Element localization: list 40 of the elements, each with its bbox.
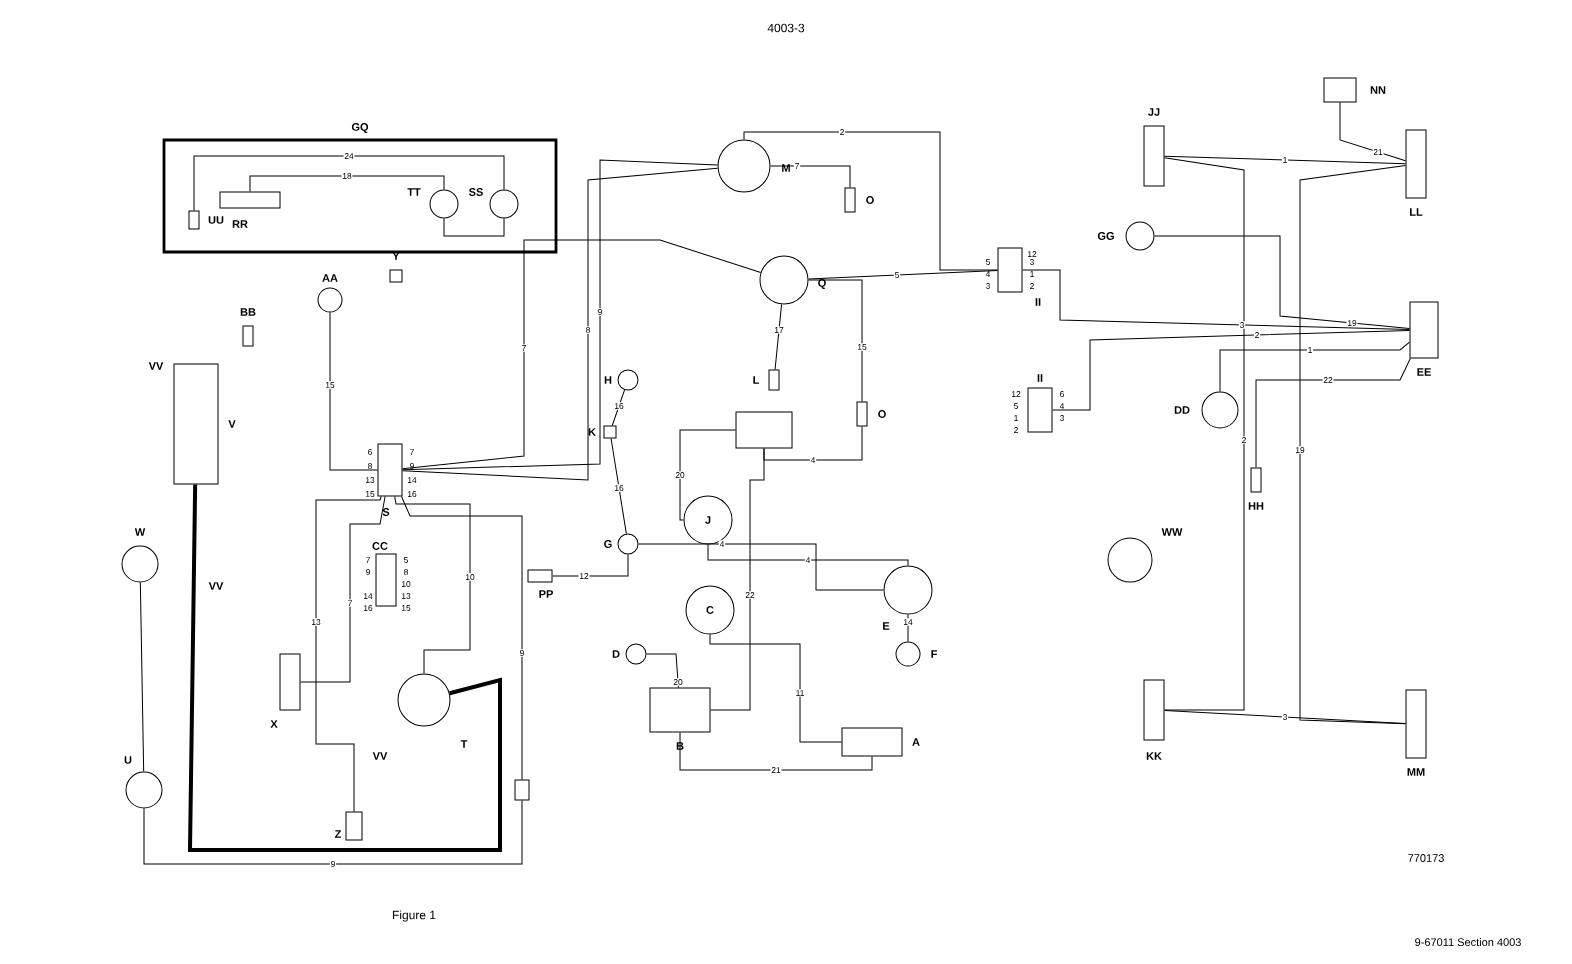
wire [1022, 269, 1410, 331]
wire [907, 614, 909, 642]
wire [1164, 157, 1245, 711]
wire [743, 131, 998, 271]
wire [552, 554, 629, 577]
wire [709, 634, 842, 743]
wire [808, 270, 998, 280]
wire [1219, 341, 1410, 392]
wire [143, 800, 523, 865]
wire [1255, 358, 1411, 468]
wire [610, 438, 627, 535]
wire [187, 484, 502, 852]
regulator [735, 411, 793, 449]
wire [1299, 164, 1406, 725]
connector-plug [514, 779, 530, 801]
wire [139, 582, 145, 772]
wire [679, 429, 736, 521]
wire [611, 389, 626, 426]
wire [1164, 155, 1406, 165]
wire [329, 312, 378, 471]
wire [770, 165, 851, 188]
wire [1164, 710, 1406, 724]
wire [774, 303, 783, 370]
wire [707, 544, 909, 566]
wire [402, 239, 762, 470]
wire [443, 218, 505, 237]
wire [646, 653, 679, 688]
wire [808, 279, 863, 402]
wire [300, 496, 386, 683]
wire [394, 496, 471, 674]
wire [679, 732, 873, 771]
wire [1052, 329, 1410, 411]
wire [1339, 102, 1406, 162]
wire [249, 175, 445, 192]
wire [193, 155, 505, 211]
wire [638, 543, 884, 591]
wire [315, 496, 382, 812]
wire [401, 496, 523, 780]
wire [763, 426, 863, 461]
wire [1154, 235, 1410, 330]
